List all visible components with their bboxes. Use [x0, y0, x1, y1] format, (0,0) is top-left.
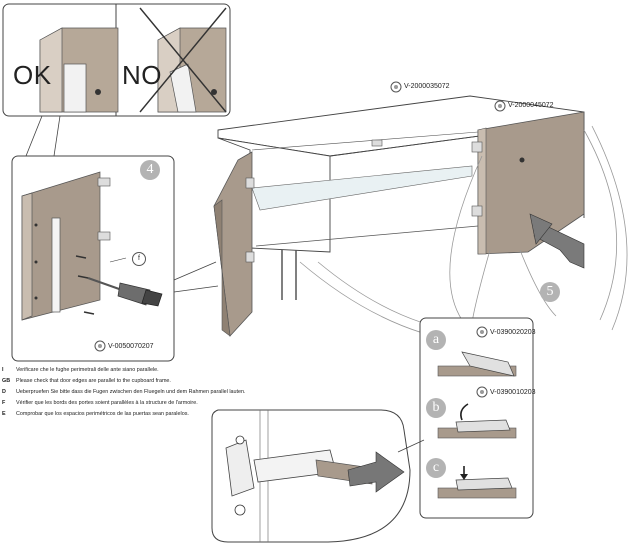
instruction-lang-code: F: [2, 400, 6, 406]
instructions-list: I Verificare che le fughe perimetrali de…: [2, 367, 302, 422]
part-icon: [476, 326, 488, 338]
instruction-lang-code: GB: [2, 378, 11, 384]
ok-no-panel: [2, 3, 231, 157]
instruction-row: E Comprobar que los espacios perimétrico…: [2, 411, 302, 422]
part-code-b: V-0390010203: [490, 389, 536, 396]
part-code-top-left: V-2000035072: [404, 83, 450, 90]
step-b-badge: b: [426, 398, 446, 418]
instruction-row: I Verificare che le fughe perimetrali de…: [2, 367, 302, 378]
callout-f-badge: f: [132, 252, 146, 266]
instruction-row: D Ueberpruefen Sie bitte dass die Fugen …: [2, 389, 302, 400]
hinge-steps-panel: [419, 317, 534, 519]
step-c-badge: c: [426, 458, 446, 478]
part-icon: [494, 100, 506, 112]
instruction-text: Please check that door edges are paralle…: [16, 378, 171, 384]
no-label: NO: [122, 60, 162, 90]
part-code-a: V-0390020203: [490, 329, 536, 336]
part-code-screw: V-0050070207: [108, 343, 154, 350]
part-icon: [476, 386, 488, 398]
hinge-closeup-panel: [211, 409, 425, 543]
step-5-badge: 5: [540, 282, 560, 302]
instruction-lang-code: D: [2, 389, 6, 395]
instruction-row: GB Please check that door edges are para…: [2, 378, 302, 389]
cabinet: [173, 95, 628, 343]
part-code-top-right: V-2000045072: [508, 102, 554, 109]
instruction-lang-code: E: [2, 411, 6, 417]
instruction-text: Vérifier que les bords des portes soient…: [16, 400, 198, 406]
instruction-text: Verificare che le fughe perimetrali dell…: [16, 367, 159, 373]
step-4-badge: 4: [140, 160, 160, 180]
instruction-text: Comprobar que los espacios perimétricos …: [16, 411, 189, 417]
step4-panel: [11, 155, 175, 362]
part-icon: [390, 81, 402, 93]
step-a-badge: a: [426, 330, 446, 350]
instruction-text: Ueberpruefen Sie bitte dass die Fugen zw…: [16, 389, 246, 395]
ok-label: OK: [13, 60, 52, 90]
part-icon: [94, 340, 106, 352]
instruction-lang-code: I: [2, 367, 4, 373]
instruction-row: F Vérifier que les bords des portes soie…: [2, 400, 302, 411]
